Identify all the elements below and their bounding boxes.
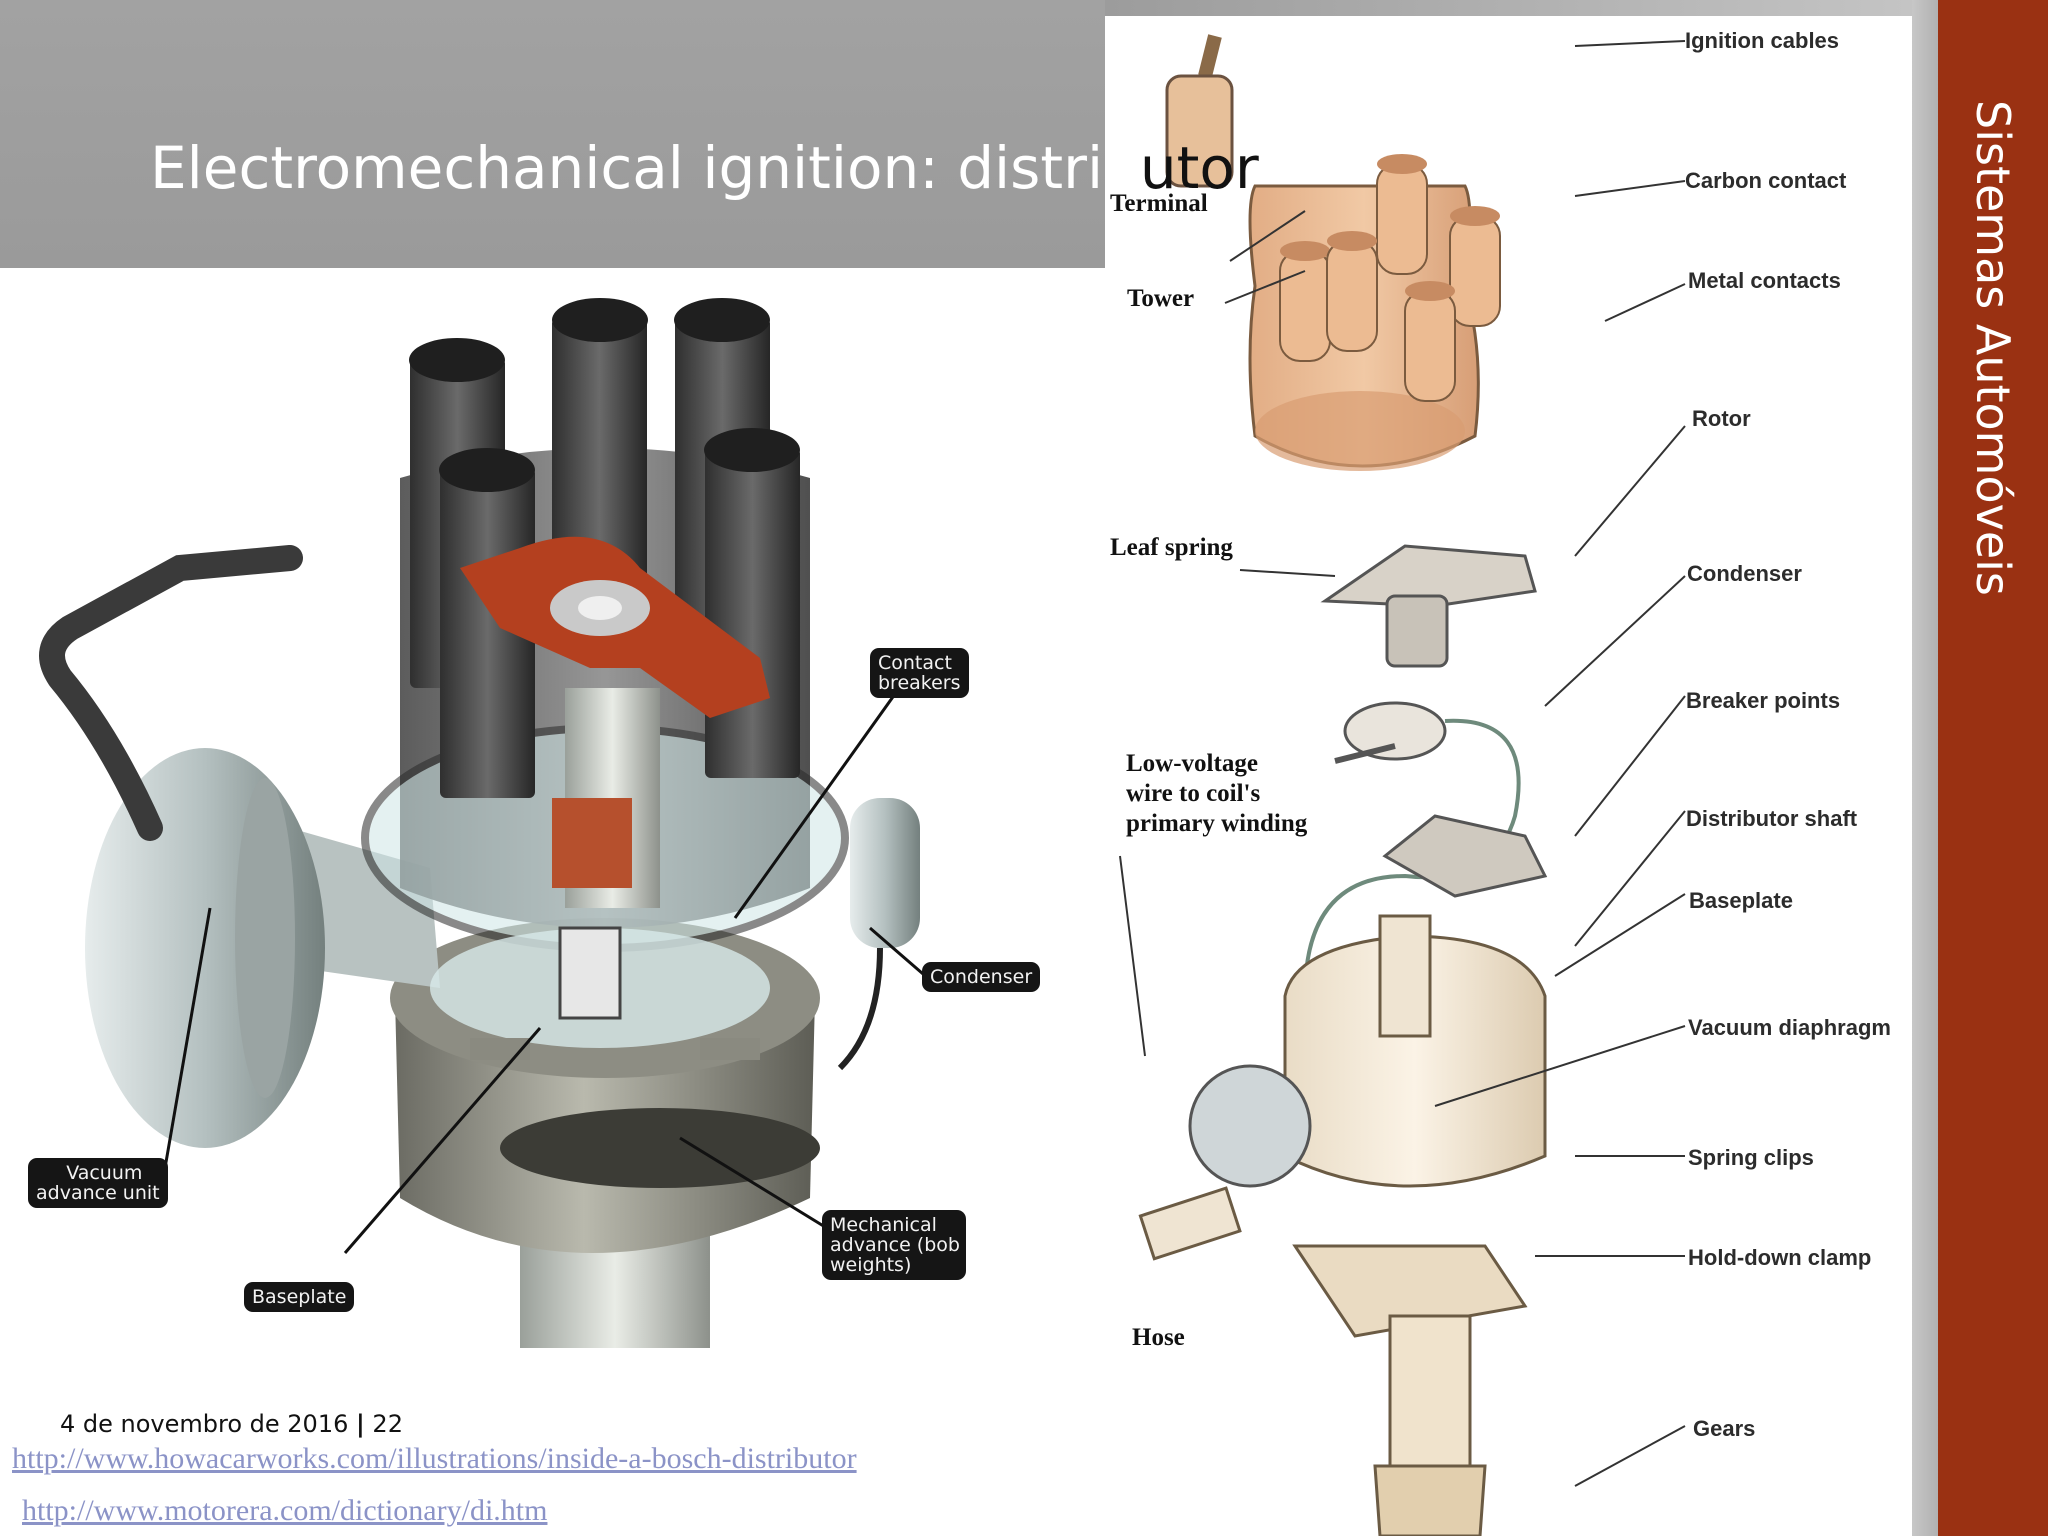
slide-title-part2: utor (1139, 134, 1259, 202)
label-distributor-shaft: Distributor shaft (1686, 806, 1858, 831)
source-link-howacarworks[interactable]: http://www.howacarworks.com/illustration… (12, 1442, 857, 1475)
label-vacuum-diaphragm: Vacuum diaphragm (1688, 1015, 1891, 1040)
label-hose: Hose (1132, 1324, 1185, 1351)
callout-mechanical-advance: Mechanical advance (bob weights) (822, 1210, 966, 1280)
label-leaf-spring: Leaf spring (1110, 534, 1233, 561)
label-metal-contacts: Metal contacts (1688, 268, 1841, 293)
callout-contact-breakers: Contact breakers (870, 648, 969, 698)
slide-title-part1: Electromechanical ignition: distrib (150, 134, 1140, 202)
label-ignition-cables: Ignition cables (1685, 28, 1840, 53)
label-carbon-contact: Carbon contact (1685, 168, 1847, 193)
label-rotor: Rotor (1692, 406, 1751, 431)
callout-vacuum-advance-unit: Vacuum advance unit (28, 1158, 168, 1208)
top-strip (1105, 0, 1912, 16)
distributor-exploded-illustration (1119, 34, 1686, 1536)
title-band (0, 0, 1105, 268)
side-band (1938, 0, 2048, 1536)
footer-date-text: 4 de novembro de 2016 (60, 1410, 349, 1438)
right-gray-strip (1912, 0, 1938, 1536)
callout-baseplate: Baseplate (244, 1282, 355, 1312)
page-number: 22 (372, 1410, 403, 1438)
label-terminal: Terminal (1110, 190, 1208, 217)
label-spring-clips: Spring clips (1688, 1145, 1814, 1170)
label-condenser: Condenser (1687, 561, 1802, 586)
distributor-cutaway-illustration (39, 298, 931, 1348)
label-gears: Gears (1693, 1416, 1756, 1441)
label-low-voltage-wire: Low-voltage wire to coil's primary windi… (1126, 750, 1308, 837)
source-link-motorera[interactable]: http://www.motorera.com/dictionary/di.ht… (22, 1494, 548, 1527)
callout-condenser: Condenser (922, 962, 1041, 992)
side-title: Sistemas Automóveis (1966, 100, 2020, 596)
label-baseplate: Baseplate (1689, 888, 1793, 913)
footer-date: 4 de novembro de 2016 | 22 (60, 1410, 403, 1438)
label-tower: Tower (1127, 285, 1195, 312)
footer-separator: | (356, 1410, 365, 1438)
slide-title: Electromechanical ignition: distributor (150, 134, 1259, 202)
label-breaker-points: Breaker points (1686, 688, 1841, 713)
label-hold-down-clamp: Hold-down clamp (1688, 1245, 1872, 1270)
